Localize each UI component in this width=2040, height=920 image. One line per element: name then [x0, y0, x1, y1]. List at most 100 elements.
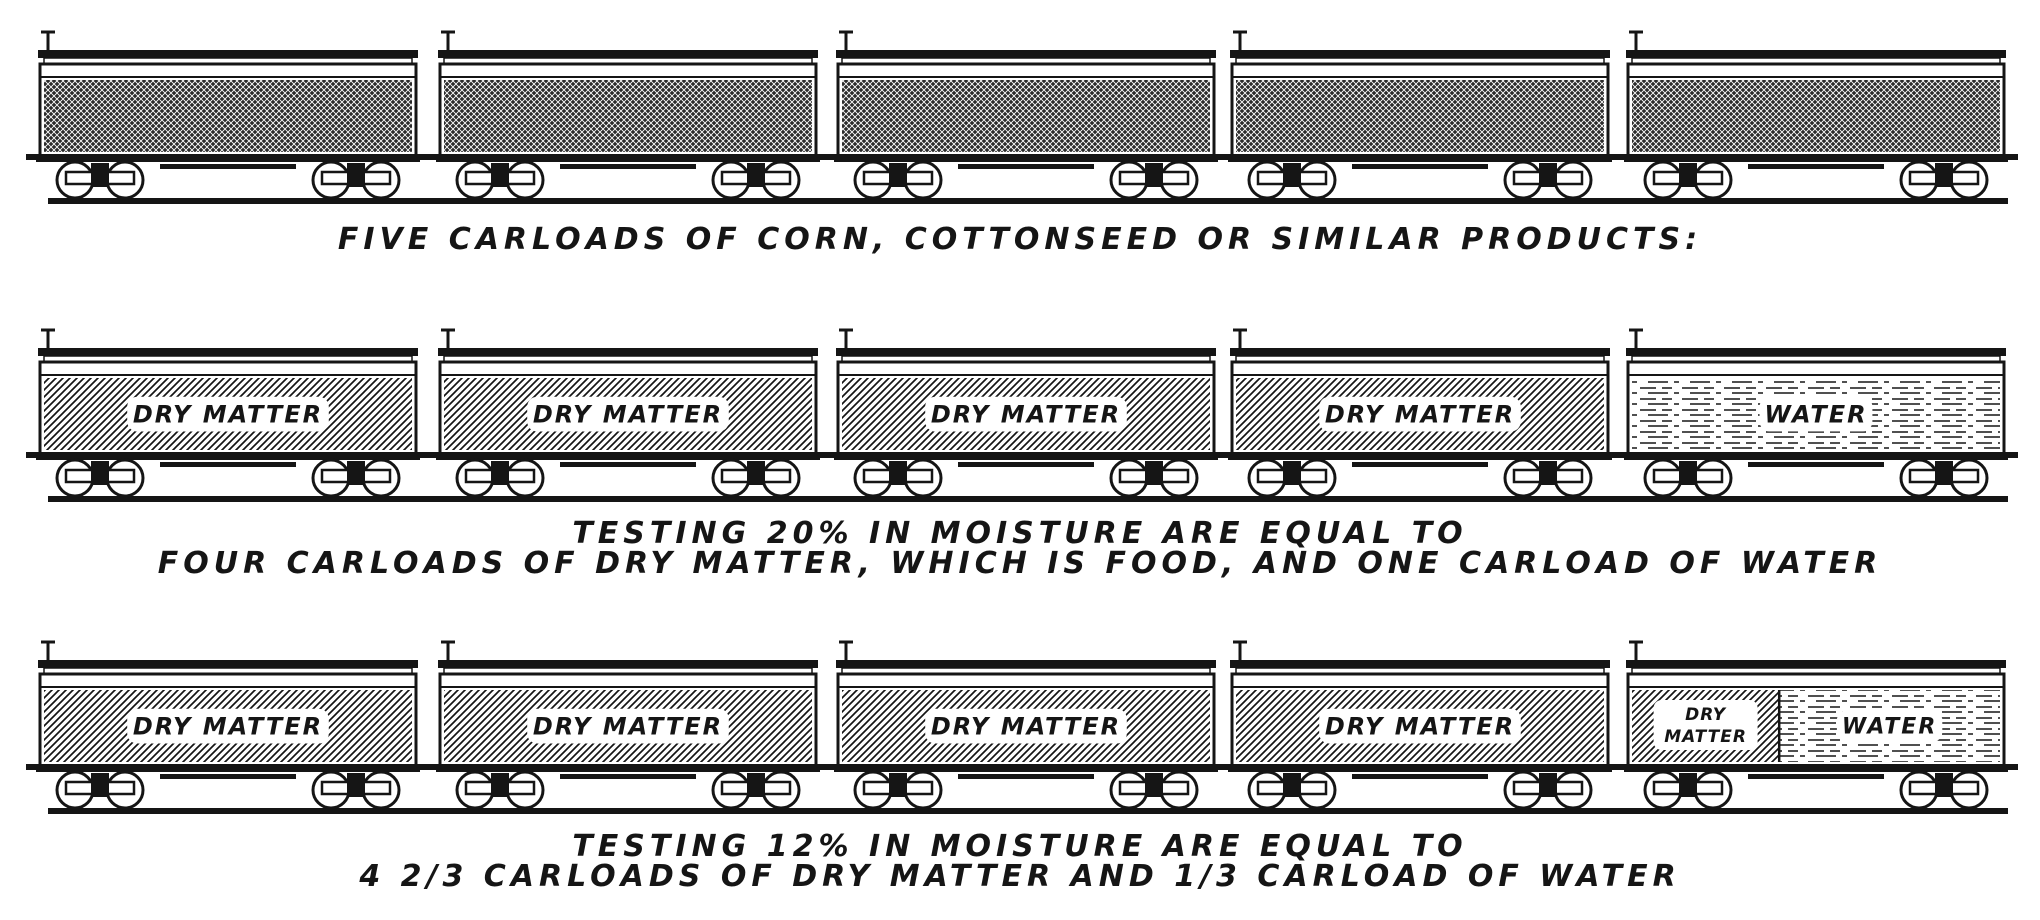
truck-bolster: [1935, 461, 1953, 485]
truck-bolster: [1679, 773, 1697, 797]
wheel-truck: [311, 160, 401, 200]
car-underframe: [560, 774, 696, 779]
truck-bolster: [1539, 163, 1557, 187]
truck-bolster: [1283, 773, 1301, 797]
dry-matter-label-badge: [1319, 396, 1521, 432]
row-caption-line: TESTING 20% IN MOISTURE ARE EQUAL TO: [572, 516, 1468, 551]
car-roof: [1626, 348, 2006, 356]
car-underframe: [160, 462, 296, 467]
dry-matter-label: DRY MATTER: [1325, 712, 1515, 740]
dry-matter-label: DRY MATTER: [133, 712, 323, 740]
dry-matter-label-badge: [527, 396, 729, 432]
truck-bolster: [1283, 461, 1301, 485]
car-roof: [836, 50, 1216, 58]
rail-track: [48, 808, 2008, 814]
coupler: [26, 154, 38, 160]
truck-bolster: [91, 163, 109, 187]
truck-bolster: [1679, 461, 1697, 485]
truck-bolster: [889, 773, 907, 797]
coupler: [1218, 154, 1230, 160]
truck-bolster: [1679, 163, 1697, 187]
car-underframe: [1748, 164, 1884, 169]
dry-matter-label-badge: [127, 396, 329, 432]
row-caption-line: 4 2/3 CARLOADS OF DRY MATTER AND 1/3 CAR…: [359, 859, 1681, 894]
wheel-truck: [1247, 770, 1337, 810]
wheel-truck: [455, 160, 545, 200]
freight-car: DRY MATTER: [1218, 640, 1622, 810]
car-roof: [38, 660, 418, 668]
dry-matter-label: DRY MATTER: [533, 400, 723, 428]
rail-track: [48, 496, 2008, 502]
car-underframe: [160, 164, 296, 169]
truck-bolster: [747, 461, 765, 485]
car-roof: [1230, 348, 1610, 356]
wheel-truck: [1247, 458, 1337, 498]
coupler: [824, 154, 836, 160]
wheel-truck: [55, 458, 145, 498]
dry-matter-label: DRY MATTER: [931, 400, 1121, 428]
wheel-truck: [711, 770, 801, 810]
coupler: [2006, 154, 2018, 160]
freight-car: DRY MATTER: [26, 328, 430, 498]
car-roof: [1626, 660, 2006, 668]
wheel-truck: [1109, 770, 1199, 810]
wheel-truck: [1109, 458, 1199, 498]
wheel-truck: [311, 458, 401, 498]
wheel-truck: [455, 458, 545, 498]
coupler: [1614, 154, 1626, 160]
coupler: [418, 764, 430, 770]
wheel-truck: [1503, 458, 1593, 498]
wheel-truck: [1899, 770, 1989, 810]
truck-bolster: [347, 773, 365, 797]
car-underframe: [1748, 462, 1884, 467]
row-caption-line: FIVE CARLOADS OF CORN, COTTONSEED OR SIM…: [337, 222, 1703, 257]
truck-bolster: [491, 461, 509, 485]
freight-car: DRY MATTER: [824, 328, 1228, 498]
coupler: [1218, 764, 1230, 770]
truck-bolster: [1935, 163, 1953, 187]
water-label: WATER: [1842, 715, 1937, 740]
car-sill: [1228, 764, 1612, 772]
car-sill: [436, 452, 820, 460]
cargo-corn: [1632, 80, 2000, 152]
coupler: [824, 764, 836, 770]
car-sill: [436, 764, 820, 772]
cargo-corn: [44, 80, 412, 152]
cargo-corn: [444, 80, 812, 152]
car-sill: [834, 764, 1218, 772]
truck-bolster: [91, 773, 109, 797]
dry-matter-label-badge: [127, 708, 329, 744]
car-roof: [836, 660, 1216, 668]
truck-bolster: [747, 773, 765, 797]
car-underframe: [560, 164, 696, 169]
truck-bolster: [347, 163, 365, 187]
dry-matter-label-badge: [527, 708, 729, 744]
coupler: [26, 452, 38, 458]
wheel-truck: [1899, 160, 1989, 200]
rail-track: [48, 198, 2008, 204]
car-sill: [1624, 764, 2008, 772]
car-underframe: [1748, 774, 1884, 779]
car-sill: [834, 452, 1218, 460]
wheel-truck: [55, 770, 145, 810]
car-roof: [38, 348, 418, 356]
dry-matter-label: DRY MATTER: [533, 712, 723, 740]
wheel-truck: [1899, 458, 1989, 498]
water-label-badge: [1759, 396, 1873, 432]
car-underframe: [560, 462, 696, 467]
freight-car: DRY MATTER: [26, 640, 430, 810]
wheel-truck: [853, 160, 943, 200]
freight-car: DRY MATTER: [426, 328, 830, 498]
coupler: [418, 452, 430, 458]
wheel-truck: [711, 458, 801, 498]
car-sill: [36, 452, 420, 460]
car-sill: [36, 154, 420, 162]
cargo-corn: [1236, 80, 1604, 152]
car-roof: [1626, 50, 2006, 58]
truck-bolster: [747, 163, 765, 187]
car-roof: [1230, 660, 1610, 668]
coupler: [1614, 452, 1626, 458]
freight-car: DRY MATTER: [426, 640, 830, 810]
water-label: WATER: [1764, 400, 1867, 428]
